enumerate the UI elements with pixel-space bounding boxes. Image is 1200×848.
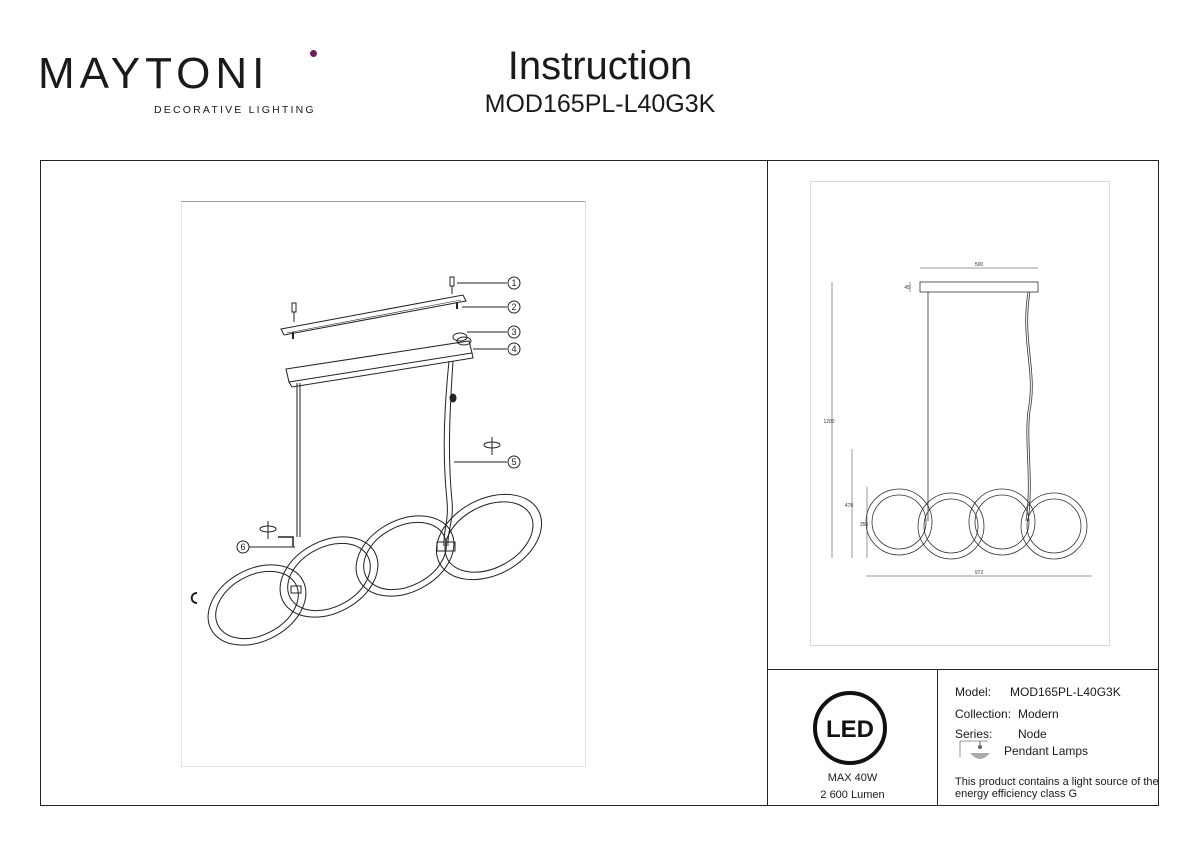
- brand-accent-dot: [310, 50, 317, 57]
- callout-3: 3: [511, 327, 516, 337]
- model-label: Model:: [955, 685, 992, 699]
- callout-5: 5: [511, 457, 516, 467]
- rotate-arrow-icon: [259, 521, 277, 539]
- info-divider: [937, 669, 938, 806]
- brand-tagline: DECORATIVE LIGHTING: [154, 104, 316, 116]
- lumen-output: 2 600 Lumen: [820, 789, 885, 801]
- dimension-drawing-sheet: [810, 181, 1110, 646]
- collection-value: Modern: [1018, 707, 1059, 721]
- screw-icon: [291, 302, 297, 322]
- screw-icon: [449, 276, 455, 294]
- collection-label: Collection:: [955, 707, 1012, 721]
- series-value: Node: [1018, 727, 1047, 741]
- energy-class-line-2: energy efficiency class G: [955, 788, 1078, 800]
- content-frame: [40, 160, 1159, 806]
- rotate-arrow-icon: [483, 437, 501, 455]
- assembly-diagram: 1 2 3 4 5 6: [190, 276, 543, 646]
- page-title: Instruction: [507, 44, 693, 88]
- dimension-drawing: 500 45 1200 478 355 972: [823, 262, 1092, 577]
- dim-top-width: 500: [975, 262, 984, 268]
- callout-6: 6: [240, 542, 245, 552]
- dim-total-height: 1200: [823, 419, 834, 425]
- dim-ring-outer: 478: [845, 503, 854, 509]
- callout-1: 1: [511, 278, 516, 288]
- model-subtitle: MOD165PL-L40G3K: [484, 90, 716, 118]
- callout-2: 2: [511, 302, 516, 312]
- dim-canopy-height: 45: [904, 285, 910, 291]
- product-type: Pendant Lamps: [1004, 744, 1089, 758]
- callout-4: 4: [511, 344, 516, 354]
- pendant-lamp-icon: [959, 740, 990, 759]
- vertical-divider: [767, 160, 768, 806]
- series-label: Series:: [955, 727, 993, 741]
- brand-logo: MAYTONI DECORATIVE LIGHTING: [38, 49, 317, 116]
- horizontal-divider: [767, 669, 1159, 670]
- dim-total-width: 972: [975, 570, 984, 576]
- energy-class-line-1: This product contains a light source of …: [955, 776, 1159, 788]
- max-power: MAX 40W: [827, 772, 878, 784]
- model-value: MOD165PL-L40G3K: [1010, 685, 1121, 699]
- svg-text:LED: LED: [826, 716, 874, 743]
- dim-ring-inner: 355: [860, 522, 869, 528]
- led-logo-icon: LED: [813, 691, 887, 765]
- assembly-diagram-sheet: [181, 201, 586, 767]
- brand-name: MAYTONI: [38, 49, 270, 98]
